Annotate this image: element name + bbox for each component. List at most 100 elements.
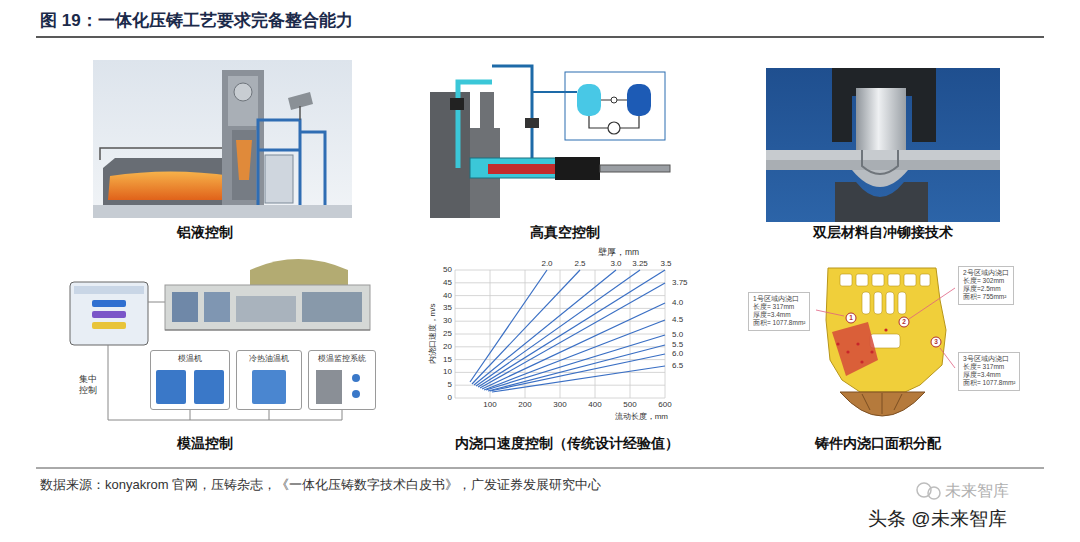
figure-title: 图 19：一体化压铸工艺要求完备整合能力 xyxy=(40,9,353,32)
self-pierce-rivet-illustration xyxy=(766,150,1000,160)
title-rule xyxy=(36,37,1044,38)
vacuum-die-illustration xyxy=(525,118,539,128)
axis-tick: 400 xyxy=(588,400,601,410)
casting-gate-illustration xyxy=(870,334,900,348)
box-text: 面积= 1077.8mm² xyxy=(753,319,805,327)
vacuum-die-illustration xyxy=(492,66,532,158)
vacuum-die-illustration xyxy=(627,84,651,116)
axis-tick: 45 xyxy=(443,278,452,288)
casting-gate-illustration xyxy=(870,350,873,353)
panel-caption: 内浇口速度控制（传统设计经验值） xyxy=(455,436,679,453)
vacuum-die-illustration xyxy=(600,165,670,172)
casting-gate-illustration xyxy=(862,292,870,314)
casting-gate-illustration xyxy=(816,288,955,368)
box-heading: 3号区域内浇口 xyxy=(963,355,1015,363)
self-pierce-rivet-illustration xyxy=(766,68,1000,222)
watermark-logo xyxy=(928,487,940,499)
casting-gate-illustration xyxy=(884,328,887,331)
furnace-illustration xyxy=(93,60,352,218)
source-note: 数据来源：konyakrom 官网，压铸杂志，《一体化压铸数字技术白皮书》，广发… xyxy=(40,477,601,493)
series-label: 3.25 xyxy=(632,259,648,269)
self-pierce-rivet-illustration xyxy=(852,170,908,187)
casting-gate-illustration xyxy=(862,393,902,414)
mold-temperature-illustration xyxy=(194,370,224,404)
furnace-illustration xyxy=(234,83,252,101)
self-pierce-rivet-illustration xyxy=(856,88,906,152)
series-label: 6.5 xyxy=(672,361,683,371)
casting-gate-illustration xyxy=(874,292,882,314)
furnace-illustration xyxy=(93,60,352,218)
axis-tick: 500 xyxy=(623,400,636,410)
mold-temperature-illustration xyxy=(302,292,362,322)
casting-gate-illustration xyxy=(836,342,839,345)
series-label: 3.75 xyxy=(672,278,688,288)
vacuum-die-illustration xyxy=(458,82,492,168)
callout-number: 2 xyxy=(902,318,906,326)
mold-temperature-illustration xyxy=(74,286,144,294)
mold-temperature-illustration xyxy=(92,322,126,329)
self-pierce-rivet-illustration xyxy=(835,182,928,222)
casting-gate-illustration xyxy=(856,342,859,345)
furnace-illustration xyxy=(236,140,252,180)
series-label: 5.5 xyxy=(672,340,683,350)
mold-temperature-illustration xyxy=(92,300,126,307)
casting-gate-illustration xyxy=(904,274,916,286)
gate-annotation-box: 3号区域内浇口长度= 317mm厚度=3.4mm面积= 1077.8mm² xyxy=(958,352,1020,391)
watermark: 头条 @未来智库 xyxy=(868,508,1007,531)
gate-velocity-chart xyxy=(470,270,665,392)
axis-tick: 0 xyxy=(448,393,452,403)
source-rule xyxy=(36,468,1044,469)
gate-velocity-chart xyxy=(472,270,580,384)
box-text: 厚度=2.5mm xyxy=(963,285,1009,293)
box-text: 长度= 317mm xyxy=(753,303,805,311)
casting-gate-illustration xyxy=(856,274,868,286)
casting-gate-illustration xyxy=(826,268,946,392)
self-pierce-rivet-illustration xyxy=(862,150,898,174)
panel-caption: 高真空控制 xyxy=(530,225,600,242)
vacuum-die-illustration xyxy=(611,97,617,103)
casting-gate-illustration xyxy=(872,274,884,286)
furnace-illustration xyxy=(265,155,293,203)
casting-gate-illustration xyxy=(846,350,849,353)
vacuum-die-illustration xyxy=(577,84,601,116)
axis-title: 流动长度，mm xyxy=(615,412,668,422)
box-heading: 1号区域内浇口 xyxy=(753,295,805,303)
mold-temperature-illustration xyxy=(156,370,186,404)
axis-tick: 25 xyxy=(443,329,452,339)
series-label: 4.0 xyxy=(672,298,683,308)
box-text: 长度= 302mm xyxy=(963,277,1009,285)
mold-temperature-illustration xyxy=(352,390,360,398)
vacuum-die-illustration xyxy=(470,158,560,178)
axis-tick: 600 xyxy=(658,400,671,410)
series-label: 3.5 xyxy=(660,259,671,269)
mold-temperature-illustration xyxy=(172,292,198,322)
furnace-illustration xyxy=(299,106,301,120)
title-rule xyxy=(36,36,1044,38)
mold-temperature-illustration xyxy=(108,345,342,420)
gate-velocity-chart xyxy=(474,270,616,385)
axis-tick: 40 xyxy=(443,291,452,301)
casting-gate-illustration xyxy=(899,317,909,327)
mold-temperature-illustration xyxy=(165,330,370,331)
gate-annotation-box: 1号区域内浇口长度= 317mm厚度=3.4mm面积= 1077.8mm² xyxy=(748,292,810,331)
vacuum-die-illustration xyxy=(450,98,464,110)
vacuum-die-illustration xyxy=(555,157,600,180)
gate-velocity-chart xyxy=(492,366,665,392)
mold-temperature-illustration xyxy=(165,285,370,330)
mold-temperature-illustration xyxy=(148,302,165,303)
box-text: 面积= 755mm² xyxy=(963,293,1009,301)
mold-temperature-illustration xyxy=(204,292,230,322)
casting-gate-illustration xyxy=(832,322,878,376)
equipment-box: 冷热油温机 xyxy=(236,350,302,410)
panel-caption: 模温控制 xyxy=(177,436,233,453)
axis-tick: 20 xyxy=(443,342,452,352)
casting-gate-illustration xyxy=(860,360,863,363)
axis-tick: 50 xyxy=(443,265,452,275)
axis-tick: 300 xyxy=(553,400,566,410)
equipment-box: 模温机 xyxy=(150,350,230,410)
furnace-illustration xyxy=(93,205,352,218)
gate-velocity-chart xyxy=(470,270,547,382)
mold-temperature-illustration xyxy=(70,259,370,420)
box-text: 长度= 317mm xyxy=(963,363,1015,371)
axis-title: 壁厚，mm xyxy=(598,247,639,257)
